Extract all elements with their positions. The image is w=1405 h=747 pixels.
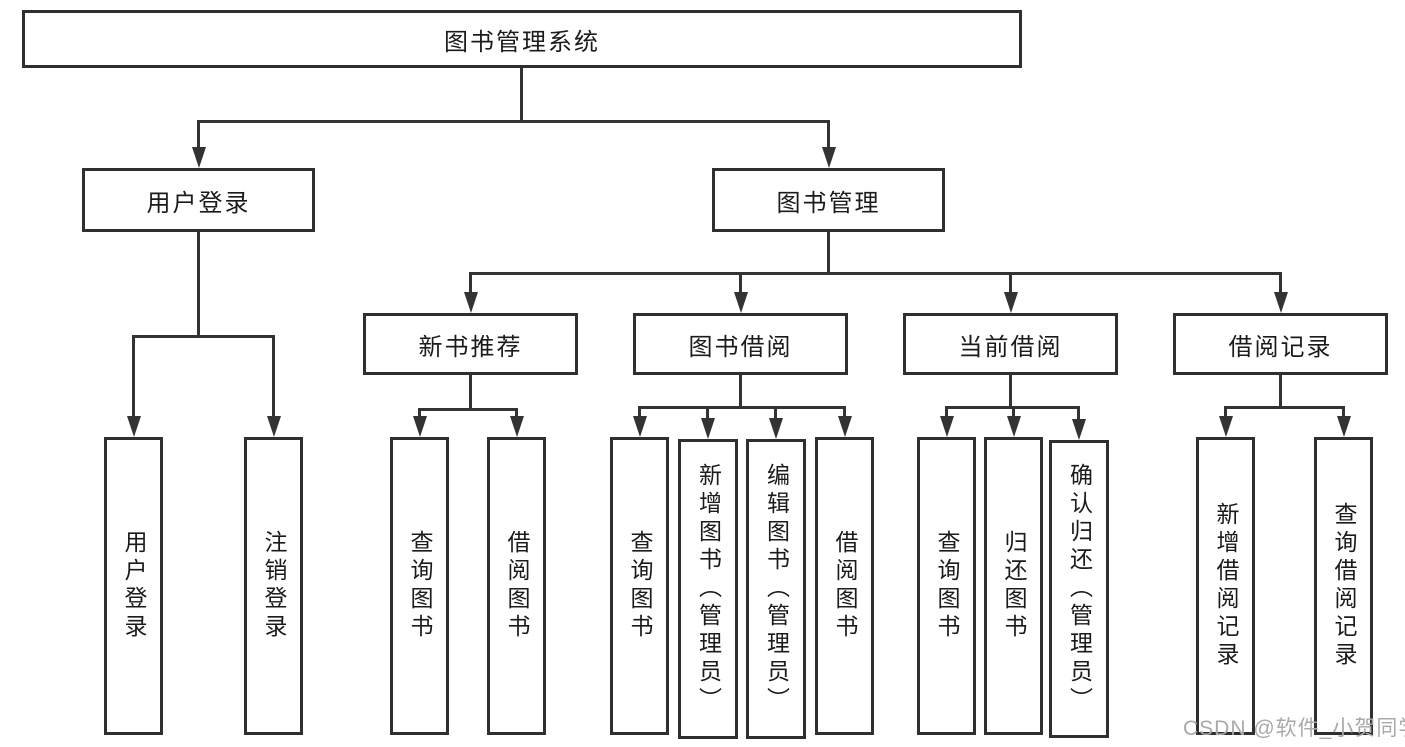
node-book-borrowing: 图书借阅	[633, 313, 848, 375]
connector-drop	[1342, 406, 1345, 418]
connector-drop	[706, 406, 709, 418]
leaf-query-books: 查询图书	[390, 437, 449, 735]
node-user-login: 用户登录	[82, 168, 315, 232]
connector-drop	[197, 120, 200, 149]
connector-drop	[1009, 272, 1012, 294]
connector-drop	[418, 408, 421, 418]
arrow-down-icon	[1072, 419, 1086, 440]
arrow-down-icon	[701, 418, 715, 439]
node-current-borrowing: 当前借阅	[903, 313, 1118, 375]
connector-drop	[515, 408, 518, 418]
connector-trunk	[520, 68, 523, 120]
connector-bus	[638, 406, 846, 409]
leaf-query-books: 查询图书	[610, 437, 669, 735]
node-new-book-recommendation: 新书推荐	[363, 313, 578, 375]
connector-drop	[1279, 272, 1282, 294]
connector-bus	[1224, 406, 1345, 409]
csdn-watermark: CSDN @软件_小贺同学	[1183, 717, 1405, 740]
leaf-add-books-admin: 新增图书（管理员）	[678, 439, 738, 739]
arrow-down-icon	[267, 416, 281, 437]
leaf-query-books: 查询图书	[917, 437, 976, 735]
arrow-down-icon	[838, 416, 852, 437]
arrow-down-icon	[464, 292, 478, 313]
arrow-down-icon	[633, 416, 647, 437]
connector-drop	[774, 406, 777, 418]
leaf-logout: 注销登录	[244, 437, 303, 735]
connector-bus	[418, 408, 518, 411]
connector-bus	[469, 272, 1282, 275]
connector-drop	[843, 406, 846, 418]
leaf-query-borrow-record: 查询借阅记录	[1314, 437, 1373, 735]
connector-drop	[945, 406, 948, 418]
arrow-down-icon	[413, 416, 427, 437]
arrow-down-icon	[1004, 292, 1018, 313]
leaf-return-books: 归还图书	[984, 437, 1043, 735]
connector-trunk	[469, 375, 472, 408]
connector-bus	[132, 335, 275, 338]
leaf-add-borrow-record: 新增借阅记录	[1196, 437, 1255, 735]
arrow-down-icon	[510, 416, 524, 437]
connector-drop	[272, 335, 275, 417]
connector-drop	[1077, 406, 1080, 420]
arrow-down-icon	[769, 418, 783, 439]
node-library-management-system: 图书管理系统	[22, 10, 1022, 68]
connector-drop	[739, 272, 742, 294]
arrow-down-icon	[1274, 292, 1288, 313]
connector-drop	[1224, 406, 1227, 418]
arrow-down-icon	[192, 147, 206, 168]
leaf-confirm-return-admin: 确认归还（管理员）	[1049, 440, 1109, 738]
leaf-borrow-books: 借阅图书	[487, 437, 546, 735]
node-borrow-records: 借阅记录	[1173, 313, 1388, 375]
arrow-down-icon	[1219, 416, 1233, 437]
connector-drop	[469, 272, 472, 294]
arrow-down-icon	[734, 292, 748, 313]
connector-trunk	[1279, 375, 1282, 406]
arrow-down-icon	[940, 416, 954, 437]
connector-trunk	[1009, 375, 1012, 406]
arrow-down-icon	[1337, 416, 1351, 437]
leaf-edit-books-admin: 编辑图书（管理员）	[746, 439, 806, 739]
arrow-down-icon	[127, 416, 141, 437]
connector-drop	[638, 406, 641, 418]
connector-trunk	[739, 375, 742, 406]
leaf-user-login: 用户登录	[104, 437, 163, 735]
connector-bus	[197, 120, 830, 123]
arrow-down-icon	[822, 147, 836, 168]
arrow-down-icon	[1007, 416, 1021, 437]
connector-drop	[827, 120, 830, 149]
node-book-management: 图书管理	[712, 168, 945, 232]
connector-drop	[132, 335, 135, 417]
connector-trunk	[197, 232, 200, 335]
connector-drop	[1012, 406, 1015, 418]
connector-trunk	[827, 232, 830, 272]
leaf-borrow-books: 借阅图书	[815, 437, 874, 735]
